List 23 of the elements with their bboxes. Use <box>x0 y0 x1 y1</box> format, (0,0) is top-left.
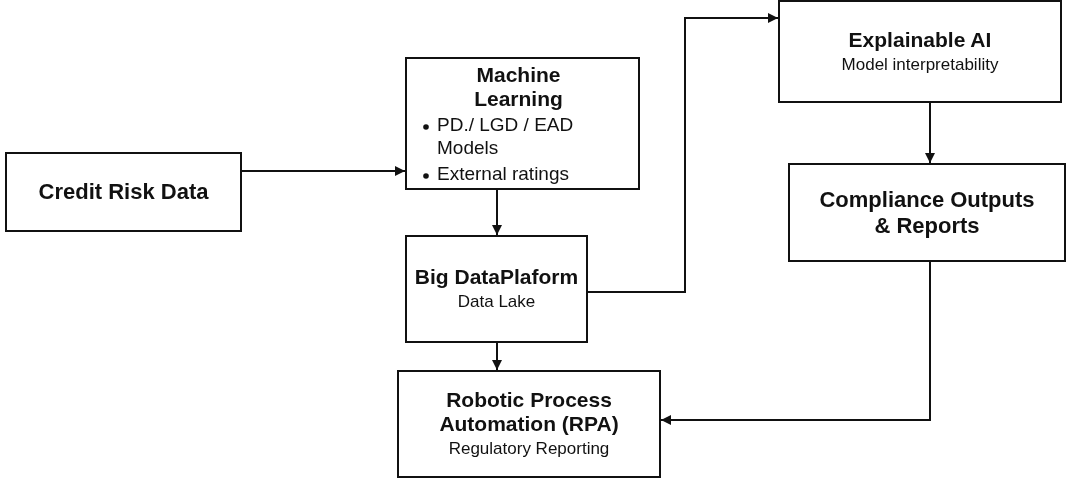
box-title: Compliance Outputs & Reports <box>818 187 1036 238</box>
arrow <box>492 189 502 236</box>
arrow <box>660 261 931 425</box>
box-subtitle: Data Lake <box>457 292 536 313</box>
bullet-item: PD./ LGD / EAD Models <box>437 114 630 160</box>
box-title: Robotic Process Automation (RPA) <box>438 388 620 437</box>
process-box <box>5 152 242 232</box>
arrow <box>492 342 502 371</box>
box-title: Machine Learning <box>473 63 564 112</box>
process-box <box>405 235 588 343</box>
box-subtitle: Regulatory Reporting <box>448 439 610 460</box>
process-box <box>788 163 1066 262</box>
box-subtitle: Model interpretability <box>841 54 999 76</box>
process-box <box>405 57 640 190</box>
box-title: Credit Risk Data <box>38 179 209 205</box>
arrow <box>925 102 935 164</box>
box-title: Explainable AI <box>848 27 992 52</box>
arrow <box>587 13 779 293</box>
bullet-item: External ratings <box>437 162 569 186</box>
arrow <box>241 166 406 176</box>
process-box <box>778 0 1062 103</box>
box-title: Big DataPlaform <box>414 265 579 290</box>
process-box <box>397 370 661 478</box>
